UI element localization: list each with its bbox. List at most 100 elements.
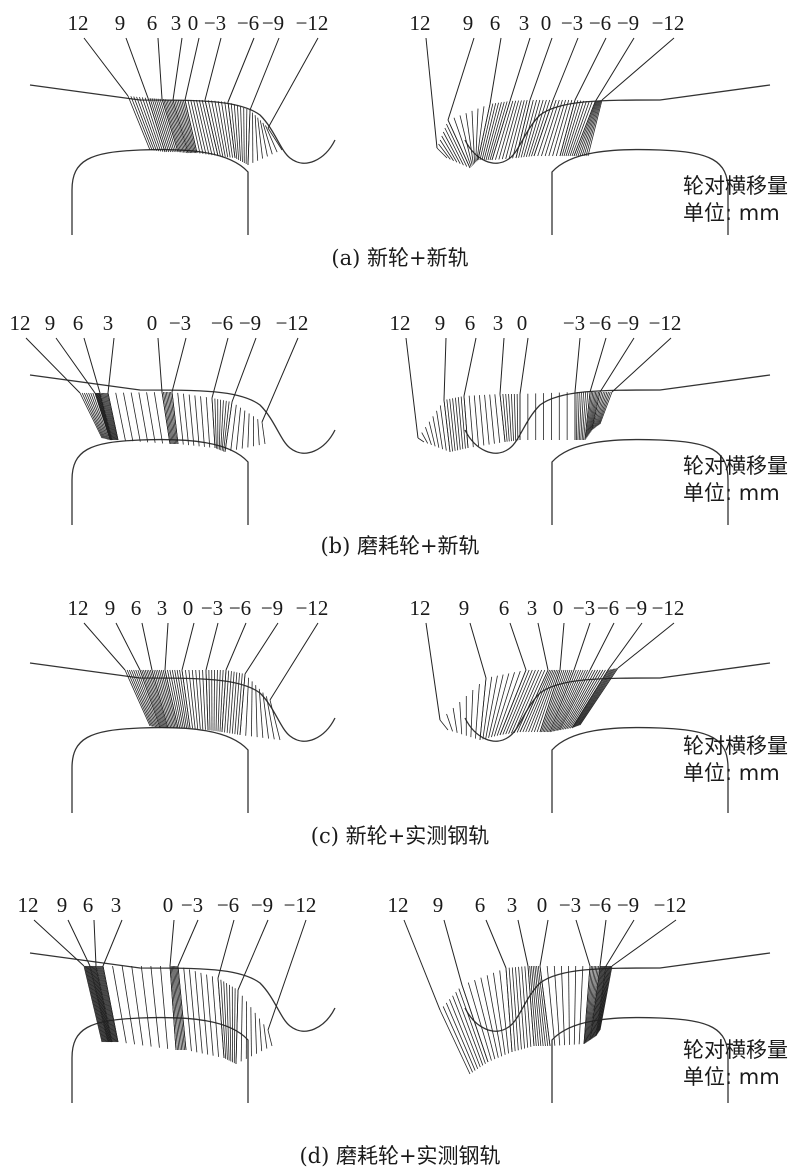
leader-line: [267, 919, 307, 1031]
shift-label: 9: [57, 893, 68, 917]
leader-line: [244, 622, 279, 675]
leader-line: [519, 337, 529, 395]
shift-label: 3: [157, 596, 168, 620]
shift-label: 9: [45, 311, 56, 335]
shift-label: 9: [463, 11, 474, 35]
leader-line: [539, 919, 549, 967]
leader-line: [463, 337, 477, 397]
leader-line: [574, 37, 607, 101]
shift-label: −3: [201, 596, 223, 620]
leader-line: [559, 622, 565, 671]
contact-band-left: [124, 669, 281, 741]
shift-label: −12: [284, 893, 317, 917]
shift-label: 9: [433, 893, 444, 917]
leader-line: [489, 37, 502, 105]
shift-label: 9: [459, 596, 470, 620]
shift-label: −12: [652, 596, 685, 620]
leader-line: [125, 37, 149, 99]
shift-label: 3: [111, 893, 122, 917]
shift-label: 12: [410, 596, 431, 620]
leader-line: [184, 37, 200, 101]
shift-label: −9: [617, 311, 639, 335]
contact-band-right: [439, 965, 613, 1075]
leader-line: [607, 622, 643, 671]
shift-label: 0: [147, 311, 158, 335]
leader-line: [552, 37, 579, 101]
leader-line: [181, 622, 195, 671]
leader-line: [589, 337, 607, 393]
shift-label: 6: [83, 893, 94, 917]
unit-label-units: 单位: mm: [683, 761, 780, 785]
leader-line: [485, 919, 507, 969]
shift-label: −9: [617, 893, 639, 917]
shift-label: −6: [589, 11, 611, 35]
shift-label: −6: [597, 596, 619, 620]
wheel-profile: [29, 952, 336, 1032]
shift-label: 0: [188, 11, 199, 35]
contact-band-left: [127, 95, 283, 166]
shift-label: 6: [147, 11, 158, 35]
leader-line: [172, 37, 183, 101]
contact-band-right: [439, 667, 619, 741]
shift-label: 3: [171, 11, 182, 35]
leader-line: [93, 919, 97, 967]
contact-band-right: [436, 99, 603, 169]
leader-line: [611, 919, 677, 967]
panel-caption: (b) 磨耗轮+新轨: [320, 534, 480, 558]
shift-label: −6: [229, 596, 251, 620]
shift-label: 3: [519, 11, 530, 35]
rail-profile: [71, 148, 249, 235]
leader-line: [425, 622, 441, 721]
leader-line: [599, 337, 635, 393]
shift-label: −3: [561, 11, 583, 35]
shift-label: −9: [617, 11, 639, 35]
wheel-profile: [29, 84, 336, 164]
shift-label: −12: [654, 893, 687, 917]
wheel-profile: [29, 374, 336, 454]
leader-line: [83, 37, 129, 97]
panel-caption: (c) 新轮+实测钢轨: [310, 824, 490, 848]
shift-label: −3: [559, 893, 581, 917]
shift-label: 12: [68, 596, 89, 620]
shift-label: 12: [10, 311, 31, 335]
leader-line: [169, 919, 175, 967]
leader-line: [405, 337, 419, 439]
shift-label: 6: [131, 596, 142, 620]
leader-line: [67, 919, 91, 967]
leader-line: [509, 37, 531, 102]
shift-label: 0: [553, 596, 564, 620]
leader-line: [204, 37, 222, 101]
shift-label: 12: [68, 11, 89, 35]
shift-label: 6: [499, 596, 510, 620]
leader-line: [537, 622, 549, 671]
leader-line: [269, 622, 319, 701]
rail-profile: [551, 726, 729, 813]
rail-profile: [551, 1016, 729, 1103]
shift-label: −12: [296, 11, 329, 35]
shift-label: 12: [18, 893, 39, 917]
leader-line: [425, 37, 438, 149]
shift-label: 9: [435, 311, 446, 335]
leader-line: [211, 337, 229, 399]
leader-line: [102, 919, 123, 967]
leader-line: [589, 622, 615, 671]
leader-line: [177, 919, 199, 967]
leader-line: [267, 37, 319, 129]
rail-profile: [71, 726, 249, 813]
shift-label: −3: [573, 596, 595, 620]
shift-label: −9: [625, 596, 647, 620]
leader-line: [33, 919, 85, 967]
leader-line: [227, 37, 255, 103]
leader-line: [403, 919, 441, 1011]
leader-line: [141, 622, 153, 671]
leader-line: [573, 622, 591, 671]
shift-label: −6: [589, 311, 611, 335]
shift-label: 12: [388, 893, 409, 917]
contact-band-left: [83, 965, 273, 1065]
rail-profile: [551, 438, 729, 525]
leader-line: [55, 337, 96, 394]
